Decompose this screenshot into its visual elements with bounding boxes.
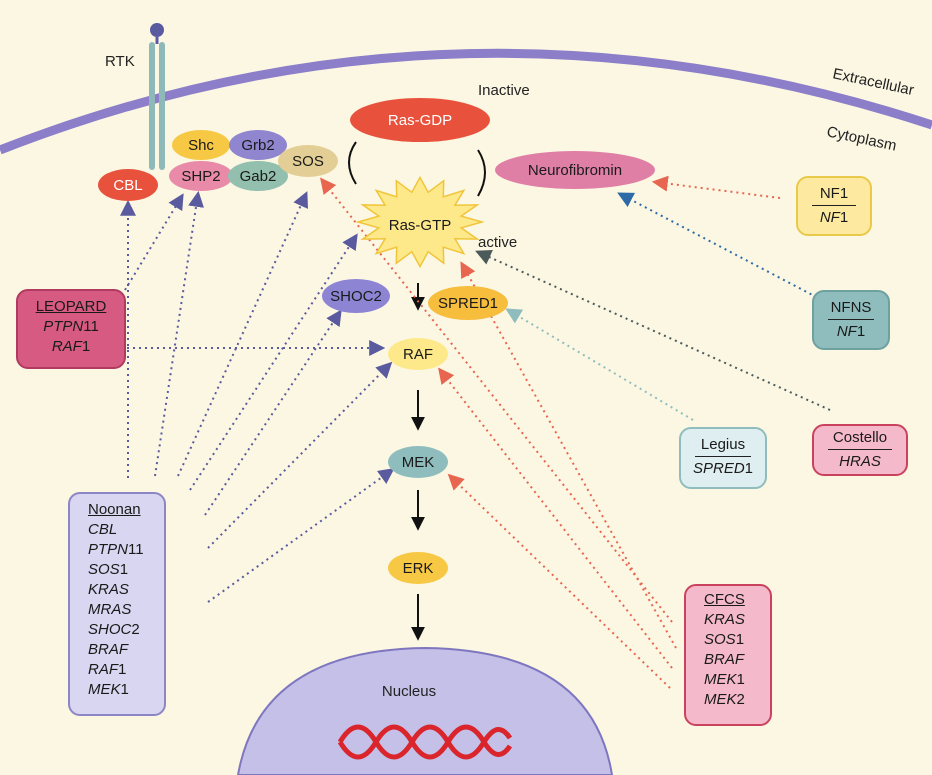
syndrome-title: LEOPARD xyxy=(35,298,107,315)
gene-item: MEK1 xyxy=(88,681,129,698)
nucleus xyxy=(236,646,614,775)
grb2-node xyxy=(229,130,287,160)
raf-node xyxy=(388,338,448,370)
gene-item: KRAS xyxy=(88,581,129,598)
gene-item: MRAS xyxy=(88,601,132,618)
syndrome-noonan: Noonan CBL PTPN11 SOS1 KRAS MRAS SHOC2 B… xyxy=(68,492,166,716)
shc-node xyxy=(172,130,230,160)
arrow-nf1-neurofibromin xyxy=(651,175,781,199)
arrow-noonan-raf xyxy=(207,361,393,549)
sos-label: SOS xyxy=(292,153,324,170)
arrow-nfns-neurofibromin xyxy=(617,192,823,301)
shp2-node xyxy=(169,161,233,191)
ras-bracket-left xyxy=(348,141,357,185)
dna-icon xyxy=(337,724,513,760)
cell-membrane xyxy=(0,48,932,155)
syndrome-leopard: LEOPARD PTPN11 RAF1 xyxy=(16,289,126,369)
arrow-noonan-rasgtp xyxy=(189,233,358,491)
syndrome-cfcs: CFCS KRAS SOS1 BRAF MEK1 MEK2 xyxy=(684,584,772,726)
gene-item: KRAS xyxy=(704,611,745,628)
syndrome-title: Legius xyxy=(695,435,751,457)
raf-label: RAF xyxy=(403,346,433,363)
gene-item: CBL xyxy=(88,521,118,538)
gab2-node xyxy=(228,161,288,191)
syndrome-title: Costello xyxy=(828,428,892,450)
gene-item: RAF1 xyxy=(88,661,127,678)
gene-item: NF1 xyxy=(836,323,866,340)
gab2-label: Gab2 xyxy=(240,168,277,185)
ras-gdp-label: Ras-GDP xyxy=(388,112,452,129)
syndrome-costello: Costello HRAS xyxy=(812,424,908,476)
gene-item: SOS1 xyxy=(88,561,129,578)
gene-item: SPRED1 xyxy=(692,460,754,477)
arrow-cfcs-rasgtp xyxy=(460,261,677,649)
erk-label: ERK xyxy=(403,560,434,577)
gene-item: SOS1 xyxy=(704,631,745,648)
active-label: active xyxy=(478,234,517,251)
syndrome-title: CFCS xyxy=(704,591,745,608)
gene-item: SHOC2 xyxy=(88,621,140,638)
arrow-noonan-sos xyxy=(177,191,308,477)
arrow-costello-rasgtp xyxy=(475,249,831,411)
cbl-node xyxy=(98,169,158,201)
inactive-label: Inactive xyxy=(478,82,530,99)
gene-item: RAF1 xyxy=(51,338,91,355)
cbl-label: CBL xyxy=(113,177,142,194)
grb2-label: Grb2 xyxy=(241,137,274,154)
ras-gdp-node xyxy=(350,98,490,142)
shoc2-node xyxy=(322,279,390,313)
erk-node xyxy=(388,552,448,584)
syndrome-title: NFNS xyxy=(828,298,874,320)
rtk-receptor xyxy=(149,23,165,170)
neurofibromin-node xyxy=(495,151,655,189)
cytoplasm-label: Cytoplasm xyxy=(825,123,898,154)
nucleus-label: Nucleus xyxy=(382,683,436,700)
gene-item: MEK2 xyxy=(704,691,745,708)
syndrome-nf1: NF1 NF1 xyxy=(796,176,872,236)
arrow-noonan-shoc2 xyxy=(204,309,342,516)
mek-node xyxy=(388,446,448,478)
syndrome-title: NF1 xyxy=(812,184,856,206)
gene-item: BRAF xyxy=(704,651,745,668)
syndrome-legius: Legius SPRED1 xyxy=(679,427,767,489)
shc-label: Shc xyxy=(188,137,214,154)
ras-gtp-node xyxy=(355,175,485,269)
mek-label: MEK xyxy=(402,454,435,471)
spred1-label: SPRED1 xyxy=(438,295,498,312)
sos-node xyxy=(278,145,338,177)
ras-gtp-label: Ras-GTP xyxy=(389,217,452,234)
extracellular-label: Extracellular xyxy=(831,65,915,99)
arrow-leopard-shp2 xyxy=(124,193,184,291)
arrow-legius-spred1 xyxy=(505,308,694,421)
syndrome-title: Noonan xyxy=(88,501,141,518)
rtk-label: RTK xyxy=(105,53,135,70)
neurofibromin-label: Neurofibromin xyxy=(528,162,622,179)
shoc2-label: SHOC2 xyxy=(330,288,382,305)
gene-item: PTPN11 xyxy=(88,541,144,558)
gene-item: MEK1 xyxy=(704,671,745,688)
arrow-cfcs-raf xyxy=(438,367,673,669)
gene-item: BRAF xyxy=(88,641,129,658)
arrow-noonan-shp2 xyxy=(154,190,204,477)
ras-bracket-right xyxy=(477,149,486,197)
spred1-node xyxy=(428,286,508,320)
arrow-cfcs-sos xyxy=(320,177,673,623)
gene-item: NF1 xyxy=(819,209,849,226)
syndrome-nfns: NFNS NF1 xyxy=(812,290,890,350)
arrow-noonan-mek xyxy=(207,468,395,603)
shp2-label: SHP2 xyxy=(181,168,220,185)
gene-item: PTPN11 xyxy=(43,318,99,335)
gene-item: HRAS xyxy=(839,453,881,470)
